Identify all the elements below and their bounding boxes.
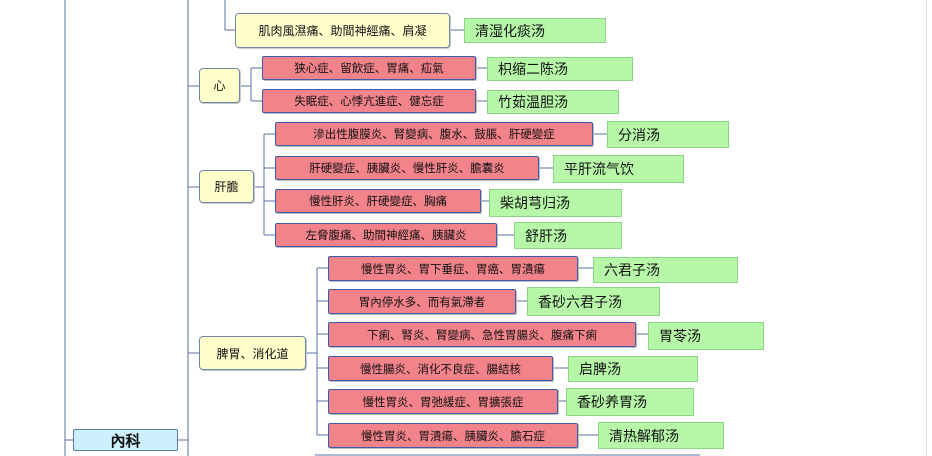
category-label: 脾胃、消化道 <box>216 346 289 361</box>
herb-node-liver-1[interactable]: 平肝流气饮 <box>553 155 684 183</box>
herb-node-spleen-1[interactable]: 香砂六君子汤 <box>527 287 660 316</box>
symptom-label: 慢性胃炎、胃弛緩症、胃擴張症 <box>362 394 524 409</box>
herb-label: 启脾汤 <box>579 362 621 378</box>
category-node-liver[interactable]: 肝膽 <box>199 170 254 203</box>
sheet-gridline <box>926 0 927 456</box>
herb-label: 香砂六君子汤 <box>538 294 622 311</box>
symptom-label: 胃內停水多、而有氣滯者 <box>358 294 486 309</box>
herb-node-spleen-5[interactable]: 清热解郁汤 <box>598 422 724 449</box>
herb-label: 竹茹温胆汤 <box>498 95 568 111</box>
herb-node-liver-3[interactable]: 舒肝汤 <box>514 222 622 249</box>
herb-node-spleen-3[interactable]: 启脾汤 <box>568 356 698 382</box>
symptom-node-top-0[interactable]: 肌肉風濕痛、助間神經痛、肩凝 <box>235 13 450 48</box>
symptom-label: 滲出性腹膜炎、腎變病、腹水、鼓脹、肝硬變症 <box>313 127 555 141</box>
category-label: 肝膽 <box>214 180 239 194</box>
herb-node-heart-0[interactable]: 枳缩二陈汤 <box>487 57 633 81</box>
symptom-node-liver-1[interactable]: 肝硬變症、胰臟炎、慢性肝炎、膽囊炎 <box>275 156 539 180</box>
symptom-node-spleen-2[interactable]: 下痢、腎炎、腎變病、急性胃腸炎、腹痛下痢 <box>328 322 636 347</box>
herb-label: 枳缩二陈汤 <box>498 62 568 78</box>
category-node-spleen[interactable]: 脾胃、消化道 <box>199 336 306 370</box>
symptom-label: 狭心症、留飲症、胃痛、疝氣 <box>294 61 444 75</box>
symptom-label: 下痢、腎炎、腎變病、急性胃腸炎、腹痛下痢 <box>367 327 597 342</box>
herb-node-spleen-0[interactable]: 六君子汤 <box>593 257 738 283</box>
symptom-node-spleen-4[interactable]: 慢性胃炎、胃弛緩症、胃擴張症 <box>328 389 558 414</box>
symptom-label: 慢性肝炎、肝硬變症、胸痛 <box>309 194 447 208</box>
category-label: 心 <box>213 79 226 93</box>
herb-node-top-0[interactable]: 清湿化痰汤 <box>464 18 606 43</box>
symptom-node-liver-0[interactable]: 滲出性腹膜炎、腎變病、腹水、鼓脹、肝硬變症 <box>275 122 593 146</box>
symptom-node-spleen-3[interactable]: 慢性腸炎、消化不良症、腸結核 <box>328 356 553 381</box>
symptom-node-spleen-0[interactable]: 慢性胃炎、胃下垂症、胃癌、胃潰瘍 <box>328 256 578 281</box>
symptom-label: 肌肉風濕痛、助間神經痛、肩凝 <box>258 24 427 38</box>
herb-node-liver-0[interactable]: 分消汤 <box>607 121 729 148</box>
herb-node-spleen-4[interactable]: 香砂养胃汤 <box>566 388 694 416</box>
symptom-node-liver-3[interactable]: 左脅腹痛、助間神經痛、胰臟炎 <box>275 223 497 247</box>
herb-label: 清湿化痰汤 <box>475 23 545 40</box>
category-node-heart[interactable]: 心 <box>199 68 240 103</box>
herb-label: 分消汤 <box>618 127 660 144</box>
symptom-node-heart-0[interactable]: 狭心症、留飲症、胃痛、疝氣 <box>262 56 476 80</box>
herb-label: 六君子汤 <box>604 263 660 279</box>
herb-label: 舒肝汤 <box>525 228 567 245</box>
symptom-node-spleen-5[interactable]: 慢性胃炎、胃潰瘍、胰臟炎、膽石症 <box>328 423 578 448</box>
herb-label: 胃苓汤 <box>659 329 701 345</box>
herb-label: 柴胡芎归汤 <box>500 196 570 212</box>
symptom-label: 左脅腹痛、助間神經痛、胰臟炎 <box>305 228 467 242</box>
symptom-label: 慢性腸炎、消化不良症、腸結核 <box>360 361 521 376</box>
symptom-node-heart-1[interactable]: 失眠症、心悸亢進症、健忘症 <box>262 89 476 113</box>
herb-label: 平肝流气饮 <box>564 162 634 178</box>
herb-node-liver-2[interactable]: 柴胡芎归汤 <box>489 189 622 217</box>
symptom-label: 慢性胃炎、胃下垂症、胃癌、胃潰瘍 <box>361 261 545 276</box>
root-node[interactable]: 內科 <box>73 429 178 451</box>
herb-node-spleen-2[interactable]: 胃苓汤 <box>648 322 764 350</box>
symptom-label: 肝硬變症、胰臟炎、慢性肝炎、膽囊炎 <box>309 161 505 175</box>
symptom-label: 慢性胃炎、胃潰瘍、胰臟炎、膽石症 <box>361 428 545 443</box>
root-label: 內科 <box>110 431 141 450</box>
symptom-label: 失眠症、心悸亢進症、健忘症 <box>294 94 444 108</box>
symptom-node-liver-2[interactable]: 慢性肝炎、肝硬變症、胸痛 <box>275 189 481 213</box>
symptom-node-spleen-1[interactable]: 胃內停水多、而有氣滯者 <box>328 289 516 314</box>
herb-label: 清热解郁汤 <box>609 428 679 445</box>
herb-node-heart-1[interactable]: 竹茹温胆汤 <box>487 90 619 114</box>
herb-label: 香砂养胃汤 <box>577 395 647 411</box>
